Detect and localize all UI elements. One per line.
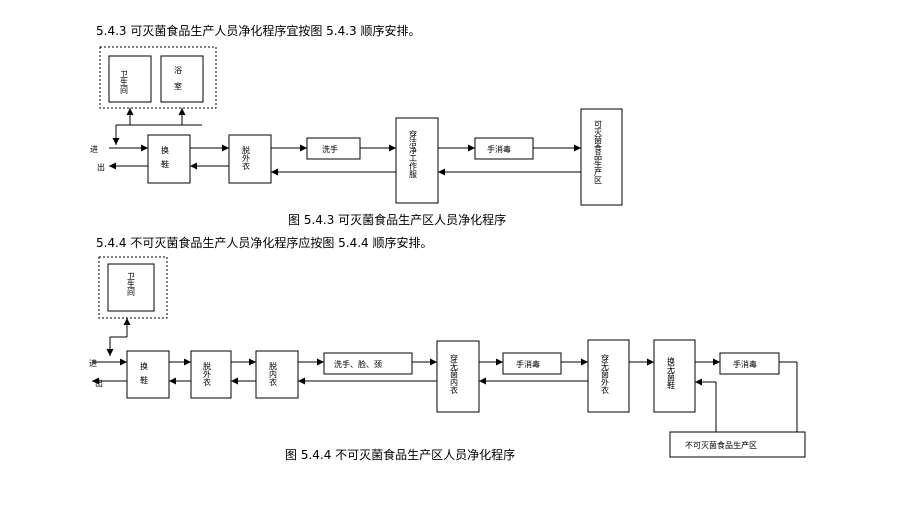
- disinfect-hands-2-label: 手消毒: [733, 359, 757, 369]
- remove-coat-box: [190, 350, 232, 399]
- disinfect-hands-1-box: [502, 352, 562, 375]
- remove-coat-label: 脱外衣: [242, 145, 251, 171]
- remove-coat-label: 脱外衣: [203, 361, 212, 387]
- wear-sterile-inner-box: [436, 340, 480, 413]
- bath-label: 浴室: [174, 65, 183, 98]
- wear-sterile-outer-box: [587, 339, 630, 413]
- remove-underwear-label: 脱内衣: [269, 361, 278, 387]
- wash-label: 洗手、脸、颈: [334, 359, 382, 369]
- toilet-group: [98, 256, 168, 319]
- change-sterile-shoes-box: [653, 339, 696, 413]
- wash-box: [323, 352, 413, 375]
- toilet-box: [107, 263, 155, 312]
- toilet-box: [108, 55, 152, 103]
- enter-label: 进: [89, 359, 97, 368]
- section-5-4-4-heading: 5.4.4 不可灭菌食品生产人员净化程序应按图 5.4.4 顺序安排。: [96, 236, 433, 250]
- change-shoes-label: 换鞋: [140, 361, 149, 390]
- disinfect-hands-label: 手消毒: [487, 144, 511, 154]
- wash-hands-label: 洗手: [322, 144, 338, 154]
- exit-label: 出: [95, 378, 103, 388]
- toilet-bath-group: [99, 46, 217, 109]
- remove-underwear-box: [255, 350, 299, 399]
- sterile-zone-box: [580, 108, 623, 206]
- exit-label: 出: [97, 162, 105, 172]
- section-5-4-3-heading: 5.4.3 可灭菌食品生产人员净化程序宜按图 5.4.3 顺序安排。: [96, 24, 421, 38]
- diagram-5-4-4: [92, 256, 806, 458]
- wear-sterile-inner-label: 穿无菌内衣: [450, 353, 459, 395]
- figure-5-4-3-caption: 图 5.4.3 可灭菌食品生产区人员净化程序: [288, 213, 507, 227]
- diagram-5-4-3: [99, 46, 623, 206]
- change-shoes-box: [147, 134, 191, 184]
- sterile-zone-label: 可灭菌食品生产区: [594, 120, 603, 184]
- bath-box: [160, 55, 204, 103]
- toilet-label: 卫生间: [120, 70, 129, 95]
- change-shoes-label: 换鞋: [161, 145, 170, 174]
- wear-clean-clothes-box: [395, 117, 439, 204]
- nonsterile-zone-box: [669, 431, 806, 458]
- change-shoes-box: [126, 350, 170, 399]
- wear-clean-clothes-label: 穿洁净工作服: [409, 129, 418, 179]
- figure-5-4-4-caption: 图 5.4.4 不可灭菌食品生产区人员净化程序: [285, 448, 516, 462]
- change-sterile-shoes-label: 换无菌鞋: [667, 356, 676, 390]
- disinfect-hands-2-box: [719, 352, 780, 375]
- toilet-label: 卫生间: [127, 272, 136, 297]
- remove-coat-box: [228, 134, 272, 184]
- nonsterile-zone-label: 不可灭菌食品生产区: [685, 440, 757, 450]
- enter-label: 进: [90, 145, 98, 154]
- wear-sterile-outer-label: 穿无菌外衣: [601, 353, 610, 395]
- disinfect-hands-1-label: 手消毒: [516, 359, 540, 369]
